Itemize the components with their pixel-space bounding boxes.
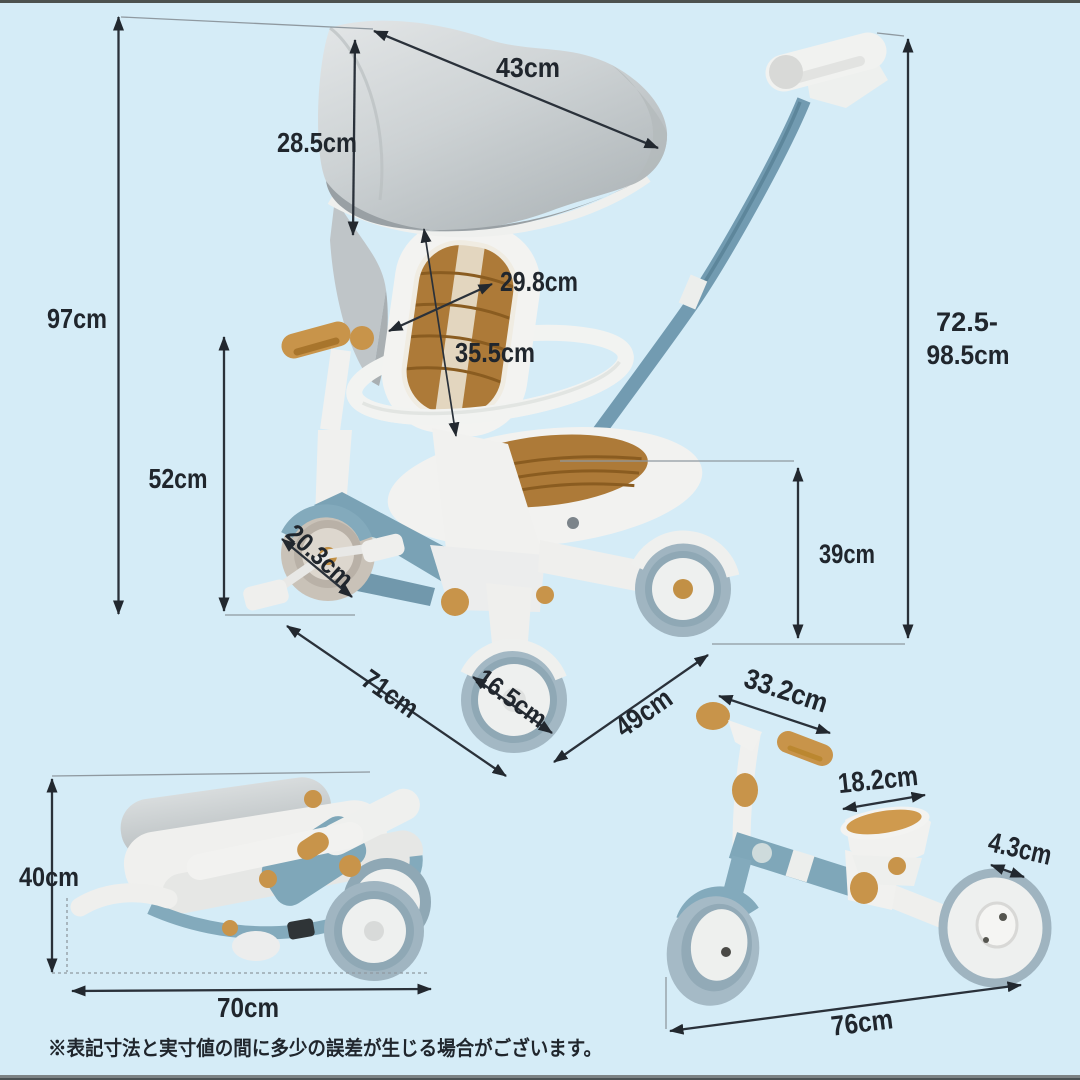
svg-text:28.5cm: 28.5cm — [277, 127, 357, 158]
svg-text:72.5-: 72.5- — [936, 307, 998, 337]
svg-text:70cm: 70cm — [217, 992, 279, 1023]
svg-text:98.5cm: 98.5cm — [927, 340, 1010, 370]
svg-text:39cm: 39cm — [819, 539, 875, 569]
svg-text:52cm: 52cm — [149, 463, 208, 494]
svg-text:97cm: 97cm — [47, 303, 107, 334]
svg-text:43cm: 43cm — [496, 52, 560, 83]
svg-text:35.5cm: 35.5cm — [455, 337, 535, 368]
svg-text:40cm: 40cm — [19, 862, 79, 892]
svg-text:※表記寸法と実寸値の間に多少の誤差が生じる場合がございます。: ※表記寸法と実寸値の間に多少の誤差が生じる場合がございます。 — [48, 1036, 602, 1060]
svg-text:76cm: 76cm — [829, 1003, 894, 1041]
svg-text:29.8cm: 29.8cm — [500, 266, 578, 297]
